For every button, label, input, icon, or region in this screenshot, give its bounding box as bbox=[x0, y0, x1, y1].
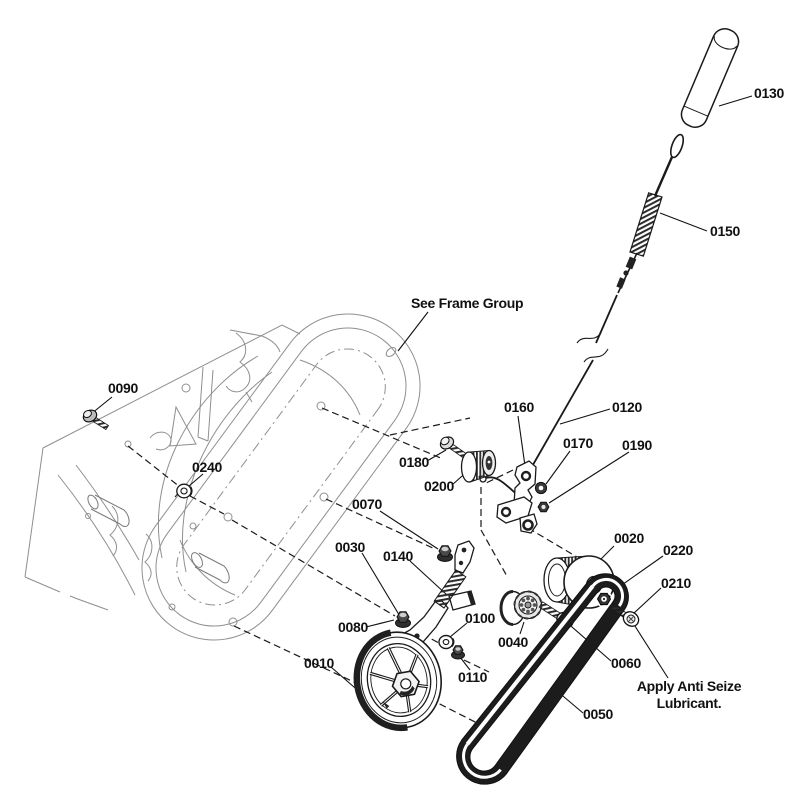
part-cable-upper-fitting bbox=[653, 133, 685, 197]
part-0110-nut bbox=[451, 645, 465, 660]
callout-0030: 0030 bbox=[335, 539, 365, 555]
callout-0100: 0100 bbox=[465, 610, 495, 626]
callout-0190: 0190 bbox=[622, 437, 652, 453]
part-0200-roller bbox=[460, 449, 497, 483]
callout-0080: 0080 bbox=[338, 619, 368, 635]
callout-0150: 0150 bbox=[710, 223, 740, 239]
callout-0050: 0050 bbox=[583, 706, 613, 722]
part-0140-arm-spring bbox=[433, 569, 467, 609]
part-cable-adjuster bbox=[616, 252, 638, 294]
callout-0240: 0240 bbox=[192, 459, 222, 475]
anti-seize-note-line2: Lubricant. bbox=[656, 695, 722, 711]
frame-group-note: See Frame Group bbox=[411, 295, 524, 311]
callout-0210: 0210 bbox=[661, 575, 691, 591]
callout-0200: 0200 bbox=[424, 478, 454, 494]
part-0160-bracket bbox=[478, 460, 538, 534]
part-0130-handle-grip bbox=[680, 28, 740, 128]
callout-0110: 0110 bbox=[458, 669, 488, 685]
part-0010-wheel bbox=[353, 629, 442, 732]
part-0100-washer bbox=[438, 634, 455, 650]
part-0090-bolt bbox=[82, 409, 110, 431]
part-0170-washer bbox=[534, 481, 548, 495]
part-0050-belt bbox=[456, 573, 629, 785]
part-0220-nut bbox=[595, 590, 613, 608]
part-0120-cable bbox=[529, 294, 618, 471]
part-0190-nut bbox=[537, 501, 550, 513]
part-0180-bolt bbox=[439, 436, 469, 460]
callout-0130: 0130 bbox=[754, 85, 784, 101]
projection-lines bbox=[127, 407, 578, 727]
anti-seize-note-line1: Apply Anti Seize bbox=[636, 678, 742, 694]
callout-0040: 0040 bbox=[498, 634, 528, 650]
callout-0070: 0070 bbox=[352, 496, 382, 512]
part-0240-washer bbox=[174, 483, 193, 499]
anti-seize-note: Apply Anti Seize Lubricant. bbox=[628, 678, 750, 712]
callout-0060: 0060 bbox=[611, 655, 641, 671]
callout-0120: 0120 bbox=[612, 399, 642, 415]
callout-0160: 0160 bbox=[504, 399, 534, 415]
callout-0220: 0220 bbox=[663, 542, 693, 558]
part-0150-spring bbox=[629, 192, 663, 257]
callout-0170: 0170 bbox=[563, 435, 593, 451]
callout-0010: 0010 bbox=[304, 655, 334, 671]
callout-0180: 0180 bbox=[399, 454, 429, 470]
part-0040-pulley bbox=[499, 590, 543, 626]
frame-group-outline bbox=[24, 313, 421, 641]
part-0070-nut bbox=[437, 545, 453, 562]
callout-0020: 0020 bbox=[614, 530, 644, 546]
callout-0090: 0090 bbox=[108, 380, 138, 396]
callout-0140: 0140 bbox=[383, 548, 413, 564]
part-0210-bolt bbox=[610, 603, 640, 627]
part-0080-nut bbox=[395, 611, 411, 628]
